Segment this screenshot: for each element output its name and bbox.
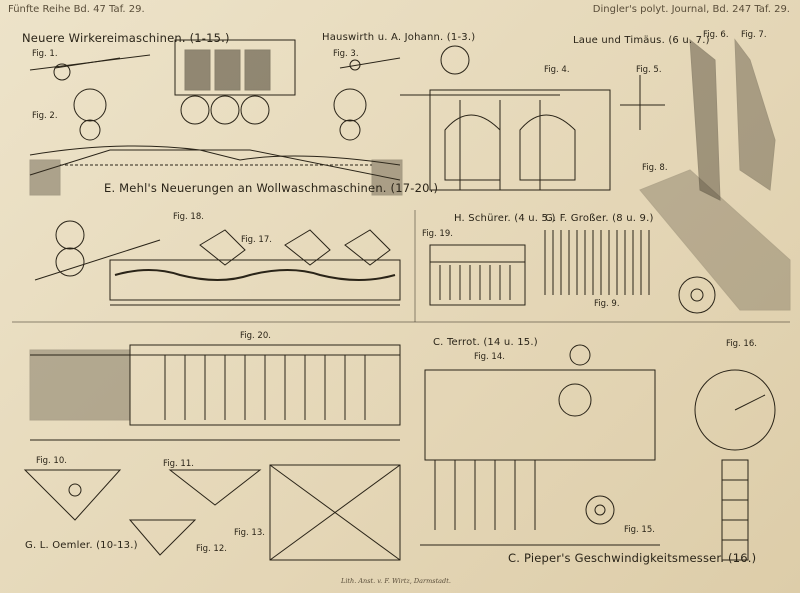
figure-20-drawing <box>29 344 401 441</box>
fig-2-label: Fig. 2. <box>32 111 58 121</box>
fig-11-label: Fig. 11. <box>163 459 194 469</box>
section-title-schuerer: H. Schürer. (4 u. 5.) <box>454 213 556 224</box>
section-title-hauswirth: Hauswirth u. A. Johann. (1-3.) <box>322 32 476 43</box>
section-title-mehl: E. Mehl's Neuerungen an Wollwaschmaschin… <box>104 181 439 195</box>
section-title-terrot: C. Terrot. (14 u. 15.) <box>433 337 538 348</box>
fig-15-label: Fig. 15. <box>624 525 655 535</box>
lithography-imprint: Lith. Anst. v. F. Wirtz, Darmstadt. <box>341 577 451 585</box>
section-title-wirkerei: Neuere Wirkereimaschinen. (1-15.) <box>22 31 230 45</box>
fig-18-label: Fig. 18. <box>173 212 204 222</box>
figure-14-drawing <box>420 344 660 546</box>
fig-6-label: Fig. 6. <box>703 30 729 40</box>
section-title-grosser: G. F. Großer. (8 u. 9.) <box>545 213 654 224</box>
fig-5-label: Fig. 5. <box>636 65 662 75</box>
series-label: Fünfte Reihe Bd. 47 Taf. 29. <box>8 4 145 15</box>
fig-9-label: Fig. 9. <box>594 299 620 309</box>
figure-8-drawing <box>639 169 791 314</box>
fig-19-label: Fig. 19. <box>422 229 453 239</box>
fig-10-label: Fig. 10. <box>36 456 67 466</box>
figure-1-drawing <box>29 54 151 81</box>
fig-17-label: Fig. 17. <box>241 235 272 245</box>
section-title-oemler: G. L. Oemler. (10-13.) <box>25 540 138 551</box>
fig-12-label: Fig. 12. <box>196 544 227 554</box>
section-title-laue: Laue und Timäus. (6 u. 7.) <box>573 35 710 46</box>
fig-13-label: Fig. 13. <box>234 528 265 538</box>
fig-3-label: Fig. 3. <box>333 49 359 59</box>
figure-2-drawing <box>29 39 403 196</box>
figure-17-drawing <box>34 220 401 306</box>
fig-8-label: Fig. 8. <box>642 163 668 173</box>
fig-1-label: Fig. 1. <box>32 49 58 59</box>
fig-16-label: Fig. 16. <box>726 339 757 349</box>
figure-16-drawing <box>694 369 776 561</box>
journal-label: Dingler's polyt. Journal, Bd. 247 Taf. 2… <box>592 4 790 15</box>
figure-4-drawing <box>400 45 611 191</box>
fig-7-label: Fig. 7. <box>741 30 767 40</box>
section-title-pieper: C. Pieper's Geschwindigkeitsmesser. (16.… <box>508 551 757 565</box>
fig-20-label: Fig. 20. <box>240 331 271 341</box>
fig-4-label: Fig. 4. <box>544 65 570 75</box>
fig-14-label: Fig. 14. <box>474 352 505 362</box>
